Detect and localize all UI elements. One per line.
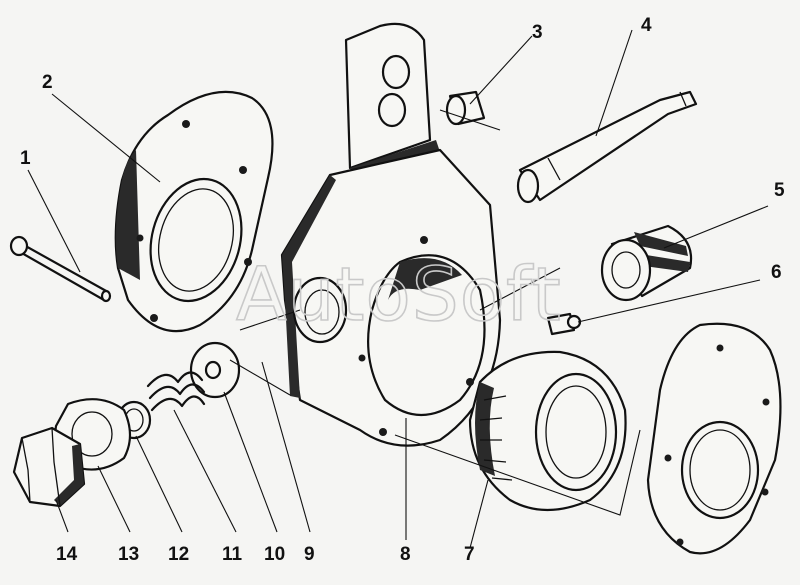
part-14-hex-plug [12, 426, 86, 508]
callout-2: 2 [42, 72, 53, 93]
part-6-grease-nipple [546, 312, 582, 336]
callout-1: 1 [20, 148, 31, 169]
leader-lines [27, 29, 769, 549]
callout-13: 13 [118, 544, 139, 565]
part-8-lever-housing [280, 22, 502, 447]
part-2-cover-plate [114, 90, 274, 333]
callout-9: 9 [304, 544, 315, 565]
callout-labels: 1 2 3 4 5 6 7 8 9 10 11 12 13 14 [20, 15, 785, 565]
callout-4: 4 [641, 15, 652, 36]
part-4-worm-shaft [516, 90, 698, 204]
watermark-text: AutoSoft [236, 252, 562, 338]
callout-3: 3 [532, 22, 543, 43]
callout-8: 8 [400, 544, 411, 565]
part-11-spring [146, 371, 206, 412]
callout-14: 14 [56, 544, 78, 565]
part-1-pin [9, 235, 112, 303]
callout-6: 6 [771, 262, 782, 283]
part-9-washer [189, 341, 241, 399]
part-7-gear-wheel [468, 350, 627, 512]
right-cover-plate [646, 322, 782, 555]
part-3-bushing [445, 90, 486, 126]
callout-7: 7 [464, 544, 475, 565]
callout-12: 12 [168, 544, 189, 565]
part-5-worm [600, 224, 693, 302]
callout-5: 5 [774, 180, 785, 201]
callout-11: 11 [222, 544, 243, 565]
callout-10: 10 [264, 544, 285, 565]
